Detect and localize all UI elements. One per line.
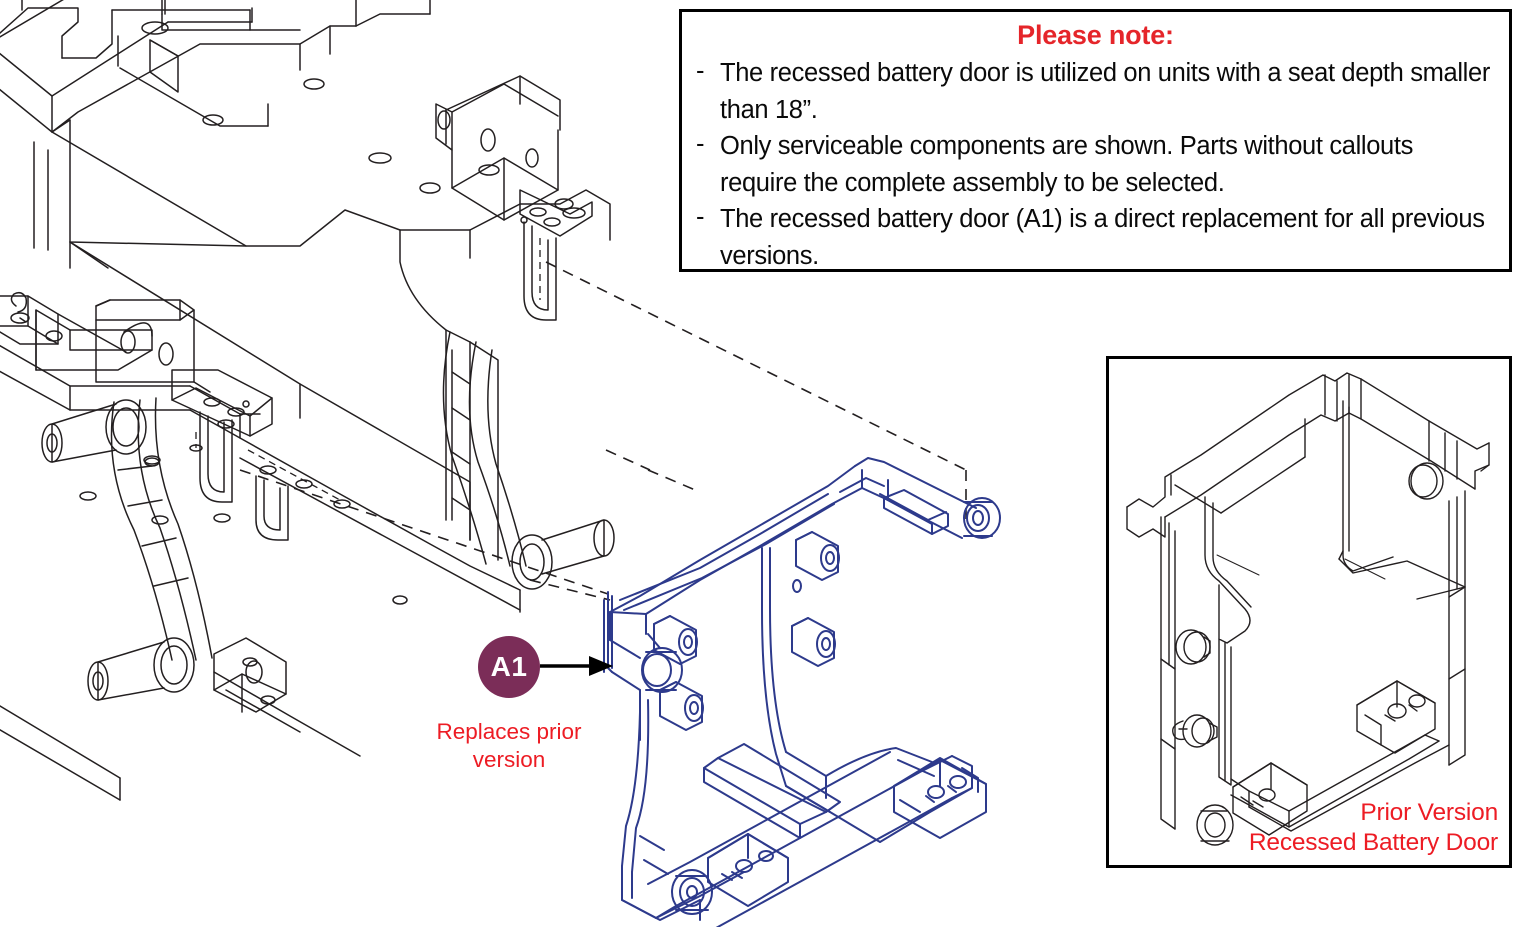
callout-arrow-a1 [540, 656, 613, 676]
callout-badge-a1[interactable]: A1 [478, 636, 540, 698]
exploded-leader-lines [239, 261, 967, 601]
note-item: - The recessed battery door (A1) is a di… [696, 201, 1495, 274]
recessed-battery-door-drawing [603, 457, 1001, 927]
prior-version-battery-door-drawing [1126, 372, 1490, 846]
prior-version-label-line2: Recessed Battery Door [1248, 829, 1498, 856]
note-title: Please note: [1017, 20, 1174, 50]
note-item-text: The recessed battery door (A1) is a dire… [720, 205, 1485, 270]
prior-version-panel: Prior Version Recessed Battery Door [1106, 356, 1512, 868]
note-dash-icon: - [696, 57, 705, 85]
note-item-text: The recessed battery door is utilized on… [720, 59, 1490, 124]
prior-version-label-line1: Prior Version [1360, 799, 1498, 826]
note-list: - The recessed battery door is utilized … [696, 55, 1495, 274]
please-note-box: Please note: - The recessed battery door… [679, 9, 1512, 272]
note-item-text: Only serviceable components are shown. P… [720, 132, 1413, 197]
note-dash-icon: - [696, 130, 705, 158]
hidden-edge-dashes [195, 238, 541, 501]
note-item: - Only serviceable components are shown.… [696, 128, 1495, 201]
chassis-assembly-drawing [0, 0, 615, 801]
callout-a1-sublabel: Replaces prior version [436, 719, 582, 772]
note-dash-icon: - [696, 203, 705, 231]
prior-version-label: Prior Version Recessed Battery Door [1249, 798, 1498, 858]
note-item: - The recessed battery door is utilized … [696, 55, 1495, 128]
